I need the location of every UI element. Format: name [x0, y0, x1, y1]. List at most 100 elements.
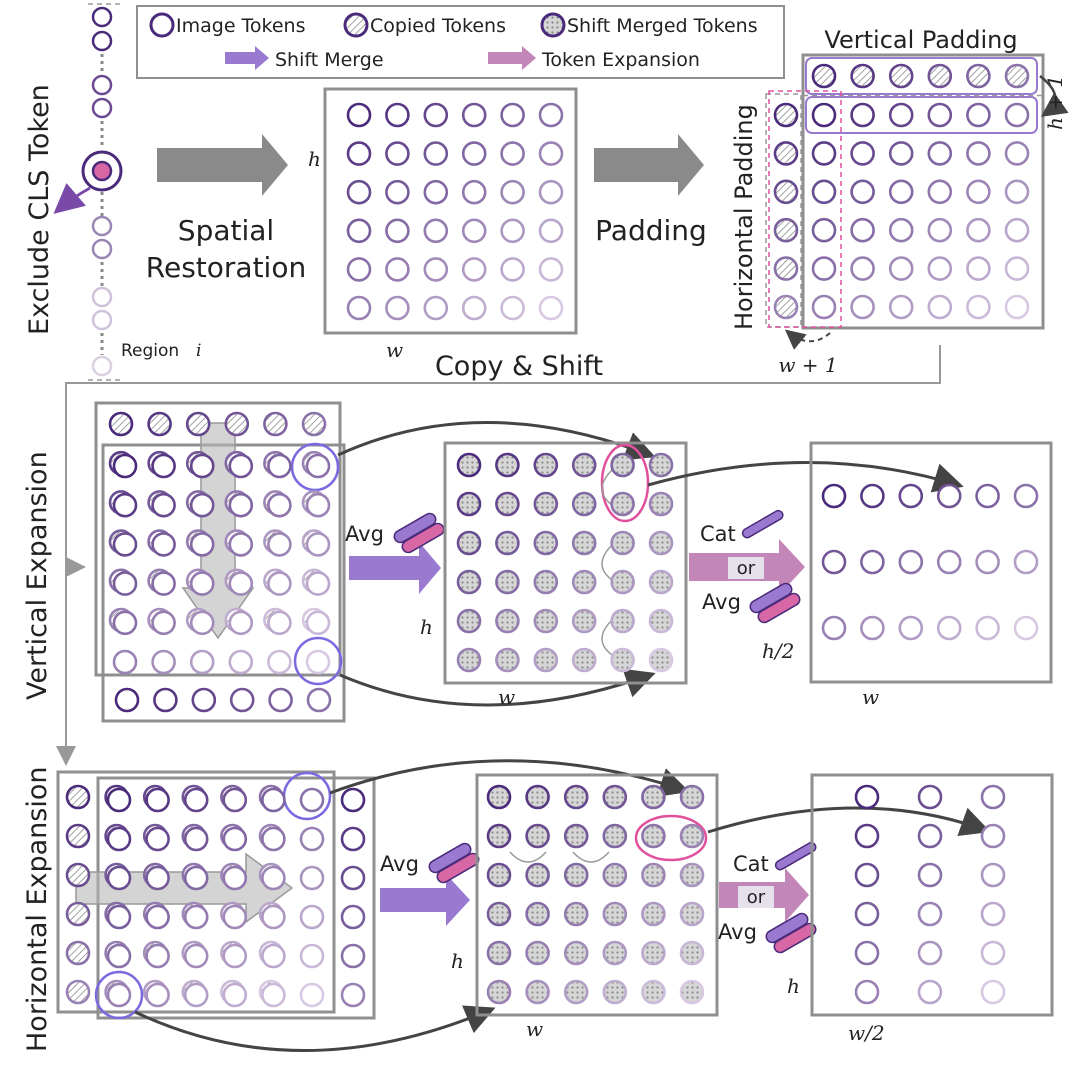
- image-token: [151, 532, 176, 557]
- image-token: [385, 179, 410, 205]
- shift-merged-token: [486, 940, 512, 966]
- image-token: [821, 549, 847, 575]
- shift-merged-token: [602, 862, 628, 888]
- image-token: [305, 492, 331, 518]
- vertical-avg-label: Avg: [345, 522, 384, 546]
- image-token: [112, 571, 138, 596]
- image-token: [267, 571, 292, 596]
- image-token: [385, 218, 410, 244]
- image-token: [151, 453, 176, 479]
- image-token: [222, 982, 248, 1008]
- horizontal-avg-arrow: [380, 874, 470, 926]
- shift-merged-token: [641, 979, 666, 1005]
- image-token: [888, 294, 914, 320]
- shift-merged-token: [571, 491, 597, 517]
- vertical-merged-w: w: [498, 685, 515, 709]
- image-token: [222, 904, 248, 930]
- image-token: [966, 294, 991, 320]
- horizontal-or-label: or: [747, 887, 766, 908]
- horizontal-cat-label: Cat: [733, 852, 769, 876]
- image-token: [898, 549, 924, 575]
- image-token: [1004, 102, 1030, 128]
- image-token: [183, 787, 209, 813]
- image-token: [917, 979, 943, 1005]
- image-token: [898, 483, 924, 509]
- image-token: [385, 257, 410, 282]
- vertical-bottom-connector: [339, 668, 656, 707]
- image-token: [461, 141, 487, 166]
- shift-merged-token: [456, 452, 482, 478]
- image-token: [850, 102, 875, 128]
- image-token: [917, 901, 943, 927]
- image-token: [183, 904, 209, 930]
- shift-merged-token: [602, 823, 628, 849]
- shift-merged-token: [571, 569, 597, 595]
- image-token: [189, 571, 215, 596]
- image-token: [966, 217, 991, 243]
- shift-merged-token: [525, 979, 550, 1005]
- shift-merged-token: [602, 979, 628, 1005]
- shift-merged-token: [602, 940, 628, 966]
- image-token: [854, 979, 880, 1005]
- horizontal-bottom-connector: [134, 1005, 496, 1052]
- image-token: [268, 687, 293, 713]
- image-token: [423, 179, 449, 205]
- shift-merged-token: [533, 491, 559, 517]
- image-token: [860, 549, 885, 575]
- shift-merged-token: [456, 569, 482, 595]
- image-token: [299, 943, 325, 969]
- image-token: [305, 610, 331, 636]
- image-token: [222, 865, 248, 891]
- image-token: [145, 982, 170, 1008]
- region-index: i: [196, 341, 201, 361]
- image-token: [261, 787, 286, 813]
- shift-merged-token: [571, 647, 597, 673]
- horizontal-result-h: h: [787, 974, 800, 998]
- shift-merged-token: [648, 530, 674, 556]
- image-token: [340, 904, 366, 930]
- image-token: [850, 256, 875, 281]
- horizontal-avg-pen-icon: [428, 842, 480, 884]
- image-token: [385, 102, 410, 128]
- image-token: [888, 141, 914, 166]
- shift-merged-token: [679, 823, 705, 849]
- copied-token: [65, 979, 91, 1005]
- shift-merged-token: [563, 940, 589, 966]
- exclude-cls-label: Exclude CLS Token: [24, 84, 55, 335]
- image-token: [145, 865, 170, 891]
- padded-grid-frame: [801, 53, 1045, 330]
- image-token: [305, 532, 331, 557]
- restored-grid-w: w: [386, 338, 403, 362]
- legend-token-expansion-arrow-icon: [488, 46, 536, 70]
- shift-merged-token: [486, 979, 512, 1005]
- legend-shift-merge: Shift Merge: [275, 49, 384, 71]
- copied-token: [147, 411, 172, 437]
- shift-merged-token: [563, 784, 589, 810]
- image-token: [299, 982, 325, 1008]
- image-token: [980, 823, 1006, 849]
- image-token: [888, 256, 914, 281]
- horizontal-copy-frame: [56, 770, 336, 1014]
- image-token: [183, 865, 209, 891]
- image-token: [145, 787, 170, 813]
- vertical-avg-pen-icon: [393, 512, 445, 554]
- image-token: [151, 571, 176, 596]
- vertical-top-highlight: [290, 442, 340, 492]
- copied-token: [65, 823, 91, 849]
- image-token: [461, 102, 487, 128]
- shift-merged-token: [525, 862, 550, 888]
- shift-merged-token: [602, 784, 628, 810]
- padding-label: Padding: [595, 214, 707, 247]
- copied-token: [1004, 63, 1030, 89]
- image-token: [346, 257, 372, 282]
- shift-merged-token: [648, 608, 674, 634]
- vertical-shift-arrow: [1039, 75, 1069, 117]
- image-token: [228, 453, 254, 479]
- image-token: [145, 943, 170, 969]
- vertical-result-h-half: h/2: [762, 639, 794, 663]
- image-token: [975, 615, 1000, 641]
- image-token: [423, 257, 449, 282]
- image-token: [346, 179, 372, 205]
- legend-copied-token-icon: [343, 12, 369, 38]
- image-token: [500, 295, 525, 321]
